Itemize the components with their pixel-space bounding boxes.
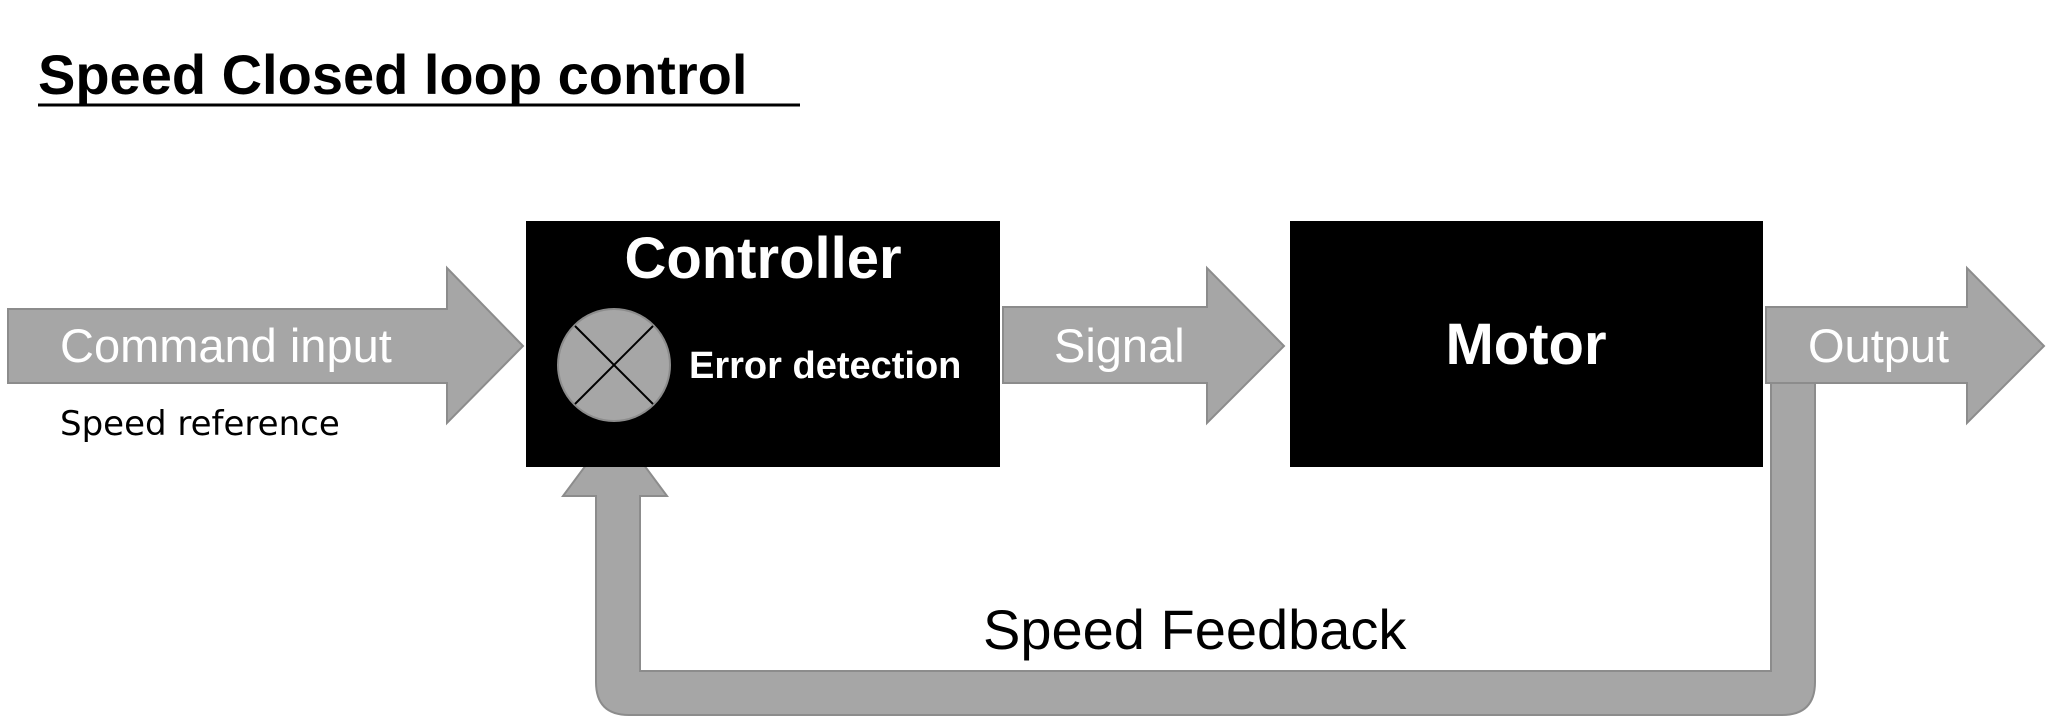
signal-arrow — [1002, 265, 1286, 426]
motor-title: Motor — [1445, 312, 1606, 377]
summing-junction-icon — [557, 308, 671, 422]
error-detection-label: Error detection — [689, 345, 961, 387]
speed-feedback-label: Speed Feedback — [983, 598, 1407, 661]
speed-reference-caption: Speed reference — [60, 404, 340, 444]
diagram-title: Speed Closed loop control — [38, 43, 747, 106]
motor-block — [1290, 221, 1763, 467]
signal-label: Signal — [1054, 319, 1185, 372]
output-arrow — [1765, 265, 2046, 426]
command-input-arrow — [7, 265, 525, 426]
controller-title: Controller — [624, 226, 901, 291]
feedback-loop-arrow — [561, 381, 1816, 716]
output-label: Output — [1808, 319, 1949, 372]
command-input-label: Command input — [60, 319, 392, 372]
